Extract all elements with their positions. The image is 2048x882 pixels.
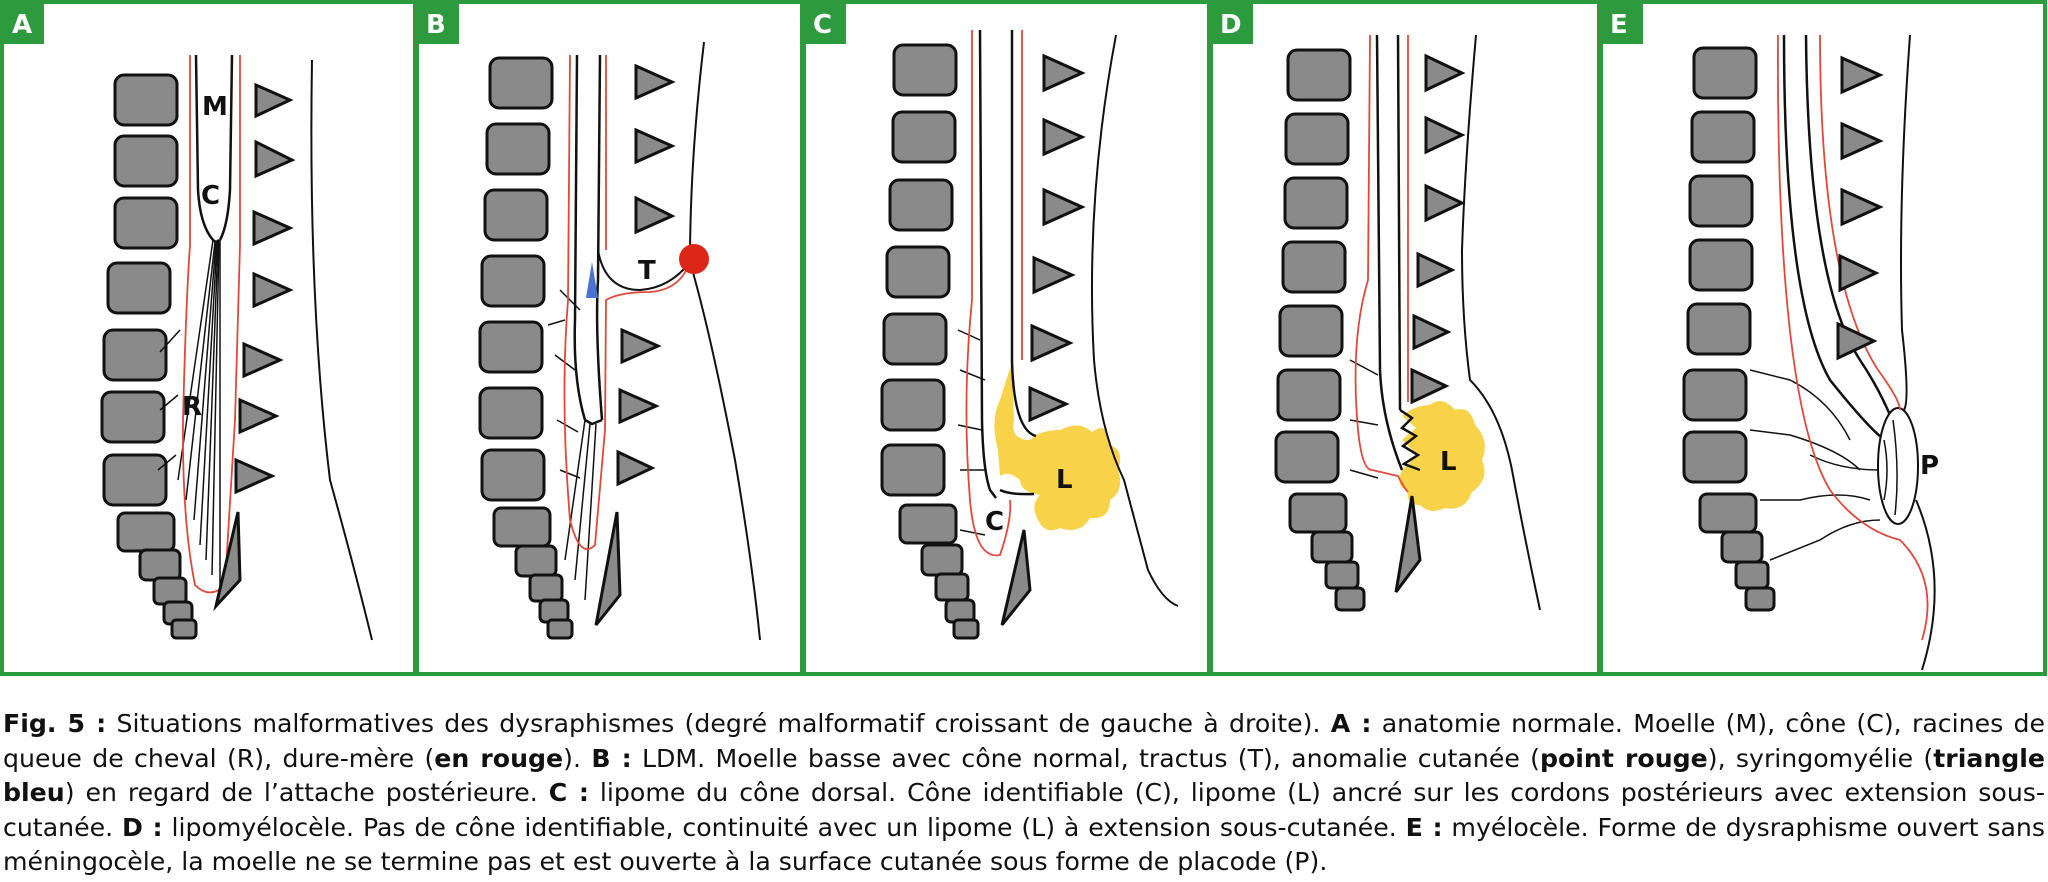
- panel-e: E P: [1599, 0, 2047, 676]
- lipoma: [994, 362, 1121, 531]
- panel-c-tab-bg: [804, 2, 846, 44]
- panel-a-tab-bg: [2, 2, 44, 44]
- dura-mater: [965, 30, 1023, 557]
- panel-e-tag: E: [1610, 10, 1628, 40]
- dura-mater: [1777, 34, 1929, 641]
- panel-d: D L: [1209, 0, 1601, 676]
- caption-c-label: C :: [548, 778, 589, 807]
- panel-d-tab-bg: [1211, 2, 1253, 44]
- vertebral-column: [880, 43, 980, 640]
- label-c: C: [985, 507, 1004, 537]
- caption-e-text: myélocèle. Forme de dysraphisme ouvert s…: [3, 812, 2046, 877]
- panel-d-tag: D: [1220, 10, 1242, 40]
- syrinx-triangle: [586, 262, 598, 298]
- caption-b-label: B :: [591, 743, 632, 773]
- vertebral-column: [1682, 46, 1776, 612]
- caption-d-label: D :: [121, 812, 163, 842]
- caption-a-bold: en rouge: [434, 743, 564, 773]
- caption-b-text-3: ) en regard de l’attache postérieure.: [64, 778, 549, 807]
- dura-mater: [182, 55, 241, 594]
- open-spinal-cord: [1749, 34, 1894, 561]
- label-r: R: [182, 392, 202, 422]
- caption-b-bold-2: triangle bleu: [3, 743, 2046, 808]
- skin-line: [1090, 34, 1179, 607]
- label-t: T: [638, 256, 656, 286]
- caption-a-text: anatomie normale. Moelle (M), cône (C), …: [3, 709, 2045, 773]
- panel-b-tag: B: [426, 10, 446, 40]
- label-l: L: [1440, 447, 1457, 477]
- skin-line: [1900, 34, 1936, 671]
- skin-anomaly-dot: [679, 244, 709, 274]
- caption-c-text: lipome du cône dorsal. Cône identifiable…: [3, 778, 2046, 842]
- placode-inner: [1883, 419, 1898, 516]
- dura-mater: [1354, 34, 1409, 493]
- placode: [1877, 407, 1919, 525]
- panel-c: C L: [802, 0, 1211, 676]
- panel-b-tab-bg: [417, 2, 459, 44]
- panel-c-tag: C: [813, 10, 832, 40]
- caption-d-text: lipomyélocèle. Pas de cône identifiable,…: [162, 812, 1406, 842]
- skin-line: [688, 41, 761, 641]
- spinous-processes: [594, 63, 676, 626]
- spinal-cord: [1349, 34, 1421, 479]
- tractus: [597, 249, 691, 292]
- caption-intro: Situations malformatives des dysraphisme…: [106, 709, 1331, 738]
- caption-a-label: A :: [1330, 709, 1372, 738]
- lipoma: [1399, 401, 1485, 511]
- dura-mater: [563, 54, 691, 550]
- figure-caption: Fig. 5 : Situations malformatives des dy…: [3, 707, 2045, 880]
- caption-e-label: E :: [1405, 812, 1443, 842]
- low-spinal-cord: [547, 54, 604, 601]
- label-l: L: [1056, 465, 1073, 495]
- caption-b-text-2: ), syringomyélie (: [1707, 743, 1934, 773]
- vertebral-column: [100, 73, 198, 640]
- spinal-cord: [957, 29, 1037, 536]
- panel-c-frame: [802, 0, 1211, 676]
- spinous-processes: [213, 82, 296, 612]
- panel-e-tab-bg: [1601, 2, 1643, 44]
- vertebral-column: [1274, 48, 1366, 612]
- caption-b-text: LDM. Moelle basse avec cône normal, trac…: [631, 743, 1540, 773]
- spinous-processes: [1394, 53, 1466, 593]
- label-m: M: [202, 92, 228, 122]
- caption-fig-label: Fig. 5 :: [3, 709, 107, 738]
- panel-b: B: [415, 0, 804, 676]
- panel-a: A: [0, 0, 417, 676]
- skin-line: [1460, 34, 1541, 611]
- label-c: C: [201, 181, 220, 211]
- spinous-processes: [1000, 53, 1086, 626]
- caption-a-text-2: ).: [563, 743, 592, 773]
- vertebral-column: [478, 56, 574, 640]
- label-p: P: [1920, 451, 1939, 481]
- caption-b-bold-1: point rouge: [1539, 743, 1708, 773]
- dysraphism-figure: A: [0, 0, 2047, 676]
- spinous-processes: [1836, 55, 1884, 361]
- panel-e-frame: [1599, 0, 2047, 676]
- panel-a-tag: A: [12, 10, 32, 40]
- skin-line: [310, 59, 373, 641]
